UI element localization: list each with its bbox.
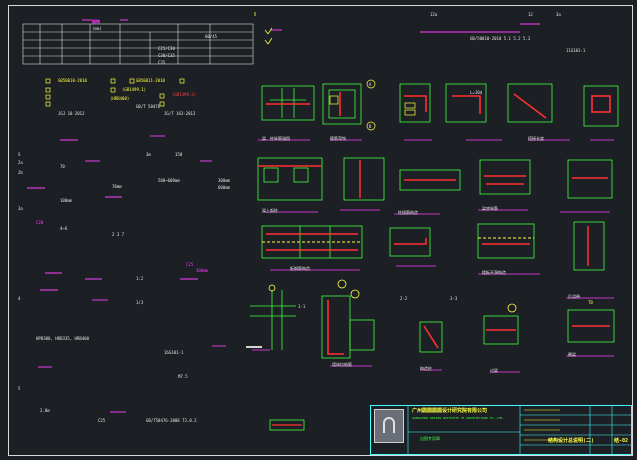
detail-label-tb: TB <box>588 300 593 305</box>
detail-label-section-2: 2-2 <box>400 296 408 301</box>
note-4: 4 <box>18 296 21 301</box>
table-side-c: C35 <box>158 60 166 65</box>
detail-label-pour-strip: 后浇带 <box>568 294 580 299</box>
axis-bubble-a: A <box>369 82 372 87</box>
detail-label-anchorage: 梁、柱纵筋锚固 <box>262 136 290 141</box>
detail-label-section-3: 3-3 <box>450 296 458 301</box>
note-steel-grades: HPB300, HRB335, HRB400 <box>36 336 89 341</box>
detail-label-column-dowel: 柱插筋构造 <box>398 210 418 215</box>
table-side-b: C30/C35 <box>158 53 175 58</box>
detail-label-opening: 楼板开洞构造 <box>482 270 506 275</box>
detail-label-section-1: 1-1 <box>298 304 306 309</box>
note-std-3: (GB1499.1) <box>122 87 147 92</box>
note-std-5: (HRB400) <box>110 96 130 101</box>
note-100mm: 100mm <box>60 198 73 203</box>
note-std-2: GB50011-2010 <box>136 78 165 83</box>
detail-label-ring-beam: 圈梁 <box>568 352 576 357</box>
detail-label-lintel: 过梁 <box>490 368 498 373</box>
stamp-text: 出图专用章 <box>420 436 440 441</box>
note-237: 2 3 7 <box>112 232 125 237</box>
detail-label-slab: 板钢筋构造 <box>290 266 310 271</box>
note-std-8: JG/T 163-2013 <box>164 111 196 116</box>
detail-label-hook: 箍筋弯钩 <box>330 136 346 141</box>
company-name-cn: 广州圆圆圆圆设计研究院有限公司 <box>412 408 488 414</box>
axis-bubble-b: B <box>369 124 372 129</box>
sheet-title: 结构设计总说明(二) <box>548 438 595 444</box>
company-logo <box>374 409 404 443</box>
note-4-6: 4~6 <box>60 226 68 231</box>
note-std-6: GB/T 50476 <box>136 104 161 109</box>
note-c25: C25 <box>186 262 194 267</box>
table-side-a: C25/C30 <box>158 46 175 51</box>
note-70: 70 <box>60 164 65 169</box>
detail-label-lap: 搭接长度 <box>528 136 544 141</box>
note-70mm: 70mm <box>112 184 122 189</box>
note-150: 150 <box>175 152 183 157</box>
std-code-2: 11G101-1 <box>566 48 586 53</box>
company-name-en: GUANGZHOU DESIGN INSTITUTE OF ARCHITECTU… <box>412 416 505 420</box>
note-std-4: (GB1499.2) <box>172 92 197 97</box>
note-300mm-2: 300mm <box>196 268 209 273</box>
arch-icon <box>383 417 395 433</box>
sheet-number: 结-02 <box>614 438 629 444</box>
note-std-1: GB50010-2010 <box>58 78 87 83</box>
detail-label-construct-column: 构造柱 <box>420 366 432 371</box>
detail-label-l10d: L=10d <box>470 90 483 95</box>
note-c20: C20 <box>36 220 44 225</box>
note-std-7: JGJ 18-2012 <box>58 111 85 116</box>
note-300mm: 300mm <box>218 178 231 183</box>
note-ratio: 1:2 <box>136 276 144 281</box>
note-atlas: 16G101-1 <box>164 350 184 355</box>
note-s: S <box>18 152 21 157</box>
note-3m: 3m <box>146 152 151 157</box>
note-2m: 2.0m <box>40 408 50 413</box>
note-one-third: 1/3 <box>136 300 144 305</box>
note-m75: M7.5 <box>178 374 188 379</box>
note-3a: 3a <box>18 206 23 211</box>
detail-label-column-on-beam: 梁上起柱 <box>262 208 278 213</box>
title-block <box>370 405 632 455</box>
top-note-3a: 3a <box>556 12 561 17</box>
note-600mm: 600mm <box>218 185 231 190</box>
table-header-strength: 结构 <box>92 19 100 24</box>
detail-label-bottom-bar: 梁底纵筋 <box>482 206 498 211</box>
std-code-1: GB/50010-2010 5.1 5.2 5.3 <box>470 36 531 41</box>
note-500-600: 500~600mm <box>158 178 180 183</box>
drawing-border <box>8 5 633 456</box>
note-gbt50476: GB/T50476-2008 T3.0.2 <box>146 418 197 423</box>
note-c25-2: C25 <box>98 418 106 423</box>
detail-label-wall-tie: 墙体拉结筋 <box>332 362 352 367</box>
note-2a: 2a <box>18 160 23 165</box>
table-col-right: 60/45 <box>205 34 218 39</box>
top-note-12: 12 <box>528 12 533 17</box>
note-2b: 2b <box>18 170 23 175</box>
note-5: 5 <box>18 386 21 391</box>
top-note-12a: 12a <box>430 12 438 17</box>
table-header-unit: (mm) <box>92 26 102 31</box>
